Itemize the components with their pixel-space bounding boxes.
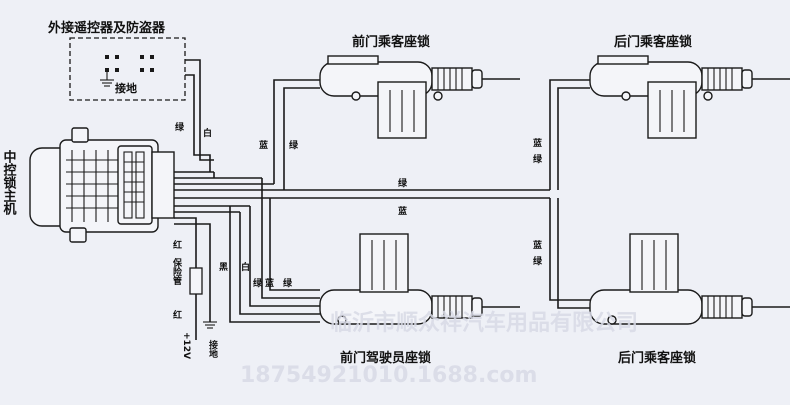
wire-label-green-lower: 绿 bbox=[251, 277, 262, 288]
front-driver-lock-label: 前门驾驶员座锁 bbox=[340, 350, 431, 366]
wire-label-blue-left-upper: 蓝 bbox=[257, 139, 268, 150]
wire-label-green-right-lower: 绿 bbox=[531, 255, 542, 266]
wire-label-blue-main: 蓝 bbox=[398, 205, 407, 217]
main-harness bbox=[174, 171, 550, 213]
rear-top-lock-label: 后门乘客座锁 bbox=[614, 34, 692, 50]
wire-label-green-left-upper: 绿 bbox=[287, 139, 298, 150]
front-passenger-lock bbox=[319, 55, 521, 139]
rear-bottom-lock-label: 后门乘客座锁 bbox=[618, 350, 696, 366]
fuse bbox=[189, 267, 203, 295]
wire-label-red-bottom: 红 bbox=[171, 309, 182, 319]
plus12v-label: +12V bbox=[181, 332, 191, 359]
left-upper-wires bbox=[273, 79, 320, 190]
wire-label-white-lower: 白 bbox=[239, 261, 249, 272]
main-unit bbox=[29, 127, 175, 243]
ground-symbol-bottom bbox=[203, 321, 217, 329]
watermark-company: 临沂市顺众祥汽车用品有限公司 bbox=[330, 310, 638, 336]
remote-ground-symbol bbox=[100, 72, 114, 87]
right-wires bbox=[549, 79, 590, 309]
rear-top-lock bbox=[589, 55, 790, 139]
wire-label-green-top: 绿 bbox=[173, 121, 184, 132]
power-branch bbox=[174, 217, 211, 340]
wire-label-green-main: 绿 bbox=[398, 177, 408, 189]
wire-label-white-top: 白 bbox=[201, 127, 211, 138]
remote-box bbox=[69, 37, 186, 101]
lower-left-wires bbox=[213, 172, 320, 323]
wire-label-blue-right-lower: 蓝 bbox=[531, 239, 542, 250]
remote-connector-pins bbox=[105, 55, 154, 72]
wire-label-blue-right-upper: 蓝 bbox=[531, 137, 542, 148]
remote-wires bbox=[185, 59, 214, 172]
watermark-url: 18754921010.1688.com bbox=[240, 363, 537, 388]
front-passenger-lock-label: 前门乘客座锁 bbox=[352, 34, 430, 50]
wire-label-green-right-upper: 绿 bbox=[531, 153, 542, 164]
remote-box-title: 外接遥控器及防盗器 bbox=[47, 20, 166, 36]
wire-label-green-lower-2: 绿 bbox=[281, 277, 292, 288]
fuse-label: 保险管 bbox=[171, 257, 183, 286]
wire-label-red-fuse: 红 bbox=[171, 239, 182, 249]
wire-label-blue-lower: 蓝 bbox=[263, 277, 274, 288]
wire-label-black-lower: 黑 bbox=[217, 262, 228, 272]
main-unit-label: 中控锁主机 bbox=[1, 149, 17, 216]
remote-ground-label: 接地 bbox=[115, 81, 137, 95]
ground-label-bottom: 接地 bbox=[207, 339, 218, 359]
